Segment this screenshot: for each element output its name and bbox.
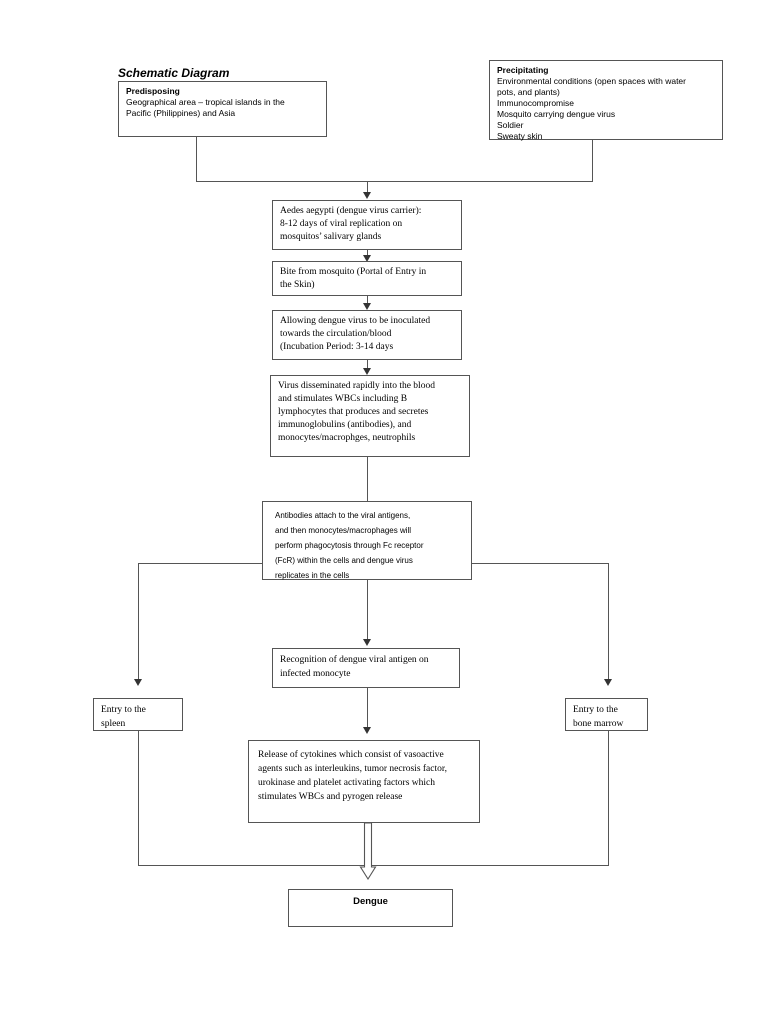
inoculation-line-3: (Incubation Period: 3-14 days (280, 342, 394, 352)
node-dengue: Dengue (288, 889, 453, 927)
arrow-to-aedes (363, 192, 371, 199)
cytokines-line-1: Release of cytokines which consist of va… (258, 750, 444, 760)
bone-marrow-line-2: bone marrow (573, 719, 624, 729)
precipitating-line-2: pots, and plants) (497, 87, 560, 97)
node-entry-bone-marrow: Entry to the bone marrow (565, 698, 648, 731)
arrow-to-spleen (134, 679, 142, 686)
aedes-line-1: Aedes aegypti (dengue virus carrier): (280, 206, 422, 216)
connector-bone-marrow-down (608, 731, 609, 865)
arrow-to-cytokines (363, 727, 371, 734)
node-bite-from-mosquito: Bite from mosquito (Portal of Entry in t… (272, 261, 462, 296)
dissemination-line-3: lymphocytes that produces and secretes (278, 407, 429, 417)
arrow-to-recognition (363, 639, 371, 646)
spleen-line-1: Entry to the (101, 705, 146, 715)
antibodies-line-4: (FcR) within the cells and dengue virus (275, 556, 413, 565)
arrow-to-bone-marrow (604, 679, 612, 686)
bite-line-2: the Skin) (280, 280, 315, 290)
predisposing-heading: Predisposing (126, 86, 180, 96)
aedes-line-3: mosquitos’ salivary glands (280, 232, 382, 242)
cytokines-line-4: stimulates WBCs and pyrogen release (258, 792, 403, 802)
node-antibodies: Antibodies attach to the viral antigens,… (262, 501, 472, 580)
connector-spleen-down (138, 731, 139, 865)
connector-antibodies-right-horizontal (471, 563, 609, 564)
node-aedes-aegypti: Aedes aegypti (dengue virus carrier): 8-… (272, 200, 462, 250)
node-cytokines: Release of cytokines which consist of va… (248, 740, 480, 823)
node-virus-dissemination: Virus disseminated rapidly into the bloo… (270, 375, 470, 457)
connector-merge-horizontal-top (196, 181, 593, 182)
connector-antibodies-left-vertical (138, 563, 139, 680)
antibodies-line-1: Antibodies attach to the viral antigens, (275, 511, 411, 520)
bite-line-1: Bite from mosquito (Portal of Entry in (280, 267, 427, 277)
bone-marrow-line-1: Entry to the (573, 705, 618, 715)
precipitating-heading: Precipitating (497, 65, 549, 75)
hollow-arrow-to-dengue (359, 822, 377, 890)
precipitating-line-6: Sweaty skin (497, 131, 543, 141)
connector-antibodies-left-horizontal (138, 563, 263, 564)
dengue-label: Dengue (353, 896, 388, 907)
dissemination-line-1: Virus disseminated rapidly into the bloo… (278, 381, 435, 391)
dissemination-line-5: monocytes/macrophges, neutrophils (278, 433, 416, 443)
connector-antibodies-right-vertical (608, 563, 609, 680)
connector-predisposing-down (196, 137, 197, 181)
connector-merge-to-aedes (367, 181, 368, 193)
node-inoculation: Allowing dengue virus to be inoculated t… (272, 310, 462, 360)
connector-precipitating-down (592, 140, 593, 181)
connector-bottom-merge-horizontal (138, 865, 609, 866)
predisposing-line-1: Geographical area – tropical islands in … (126, 97, 285, 107)
antibodies-line-5: replicates in the cells (275, 571, 350, 580)
page-title: Schematic Diagram (118, 66, 230, 80)
precipitating-line-4: Mosquito carrying dengue virus (497, 109, 616, 119)
node-recognition: Recognition of dengue viral antigen on i… (272, 648, 460, 688)
inoculation-line-2: towards the circulation/blood (280, 329, 392, 339)
antibodies-line-2: and then monocytes/macrophages will (275, 526, 412, 535)
node-entry-spleen: Entry to the spleen (93, 698, 183, 731)
antibodies-line-3: perform phagocytosis through Fc receptor (275, 541, 424, 550)
recognition-line-1: Recognition of dengue viral antigen on (280, 655, 429, 665)
arrow-to-bite (363, 255, 371, 262)
connector-inoculation-to-dissemination (367, 360, 368, 369)
dissemination-line-4: immunoglobulins (antibodies), and (278, 420, 412, 430)
cytokines-line-2: agents such as interleukins, tumor necro… (258, 764, 448, 774)
recognition-line-2: infected monocyte (280, 669, 351, 679)
connector-antibodies-to-recognition (367, 580, 368, 640)
arrow-to-inoculation (363, 303, 371, 310)
spleen-line-2: spleen (101, 719, 126, 729)
precipitating-line-5: Soldier (497, 120, 524, 130)
cytokines-line-3: urokinase and platelet activating factor… (258, 778, 436, 788)
connector-recognition-to-cytokines (367, 688, 368, 728)
connector-dissemination-to-antibodies (367, 457, 368, 501)
precipitating-line-1: Environmental conditions (open spaces wi… (497, 76, 686, 86)
arrow-to-dissemination (363, 368, 371, 375)
node-precipitating: Precipitating Environmental conditions (… (489, 60, 723, 141)
aedes-line-2: 8-12 days of viral replication on (280, 219, 403, 229)
connector-bite-to-inoculation (367, 296, 368, 304)
dissemination-line-2: and stimulates WBCs including B (278, 394, 408, 404)
precipitating-line-3: Immunocompromise (497, 98, 574, 108)
connector-aedes-to-bite (367, 250, 368, 256)
node-predisposing: Predisposing Geographical area – tropica… (118, 81, 327, 137)
inoculation-line-1: Allowing dengue virus to be inoculated (280, 316, 431, 326)
predisposing-line-2: Pacific (Philippines) and Asia (126, 108, 236, 118)
